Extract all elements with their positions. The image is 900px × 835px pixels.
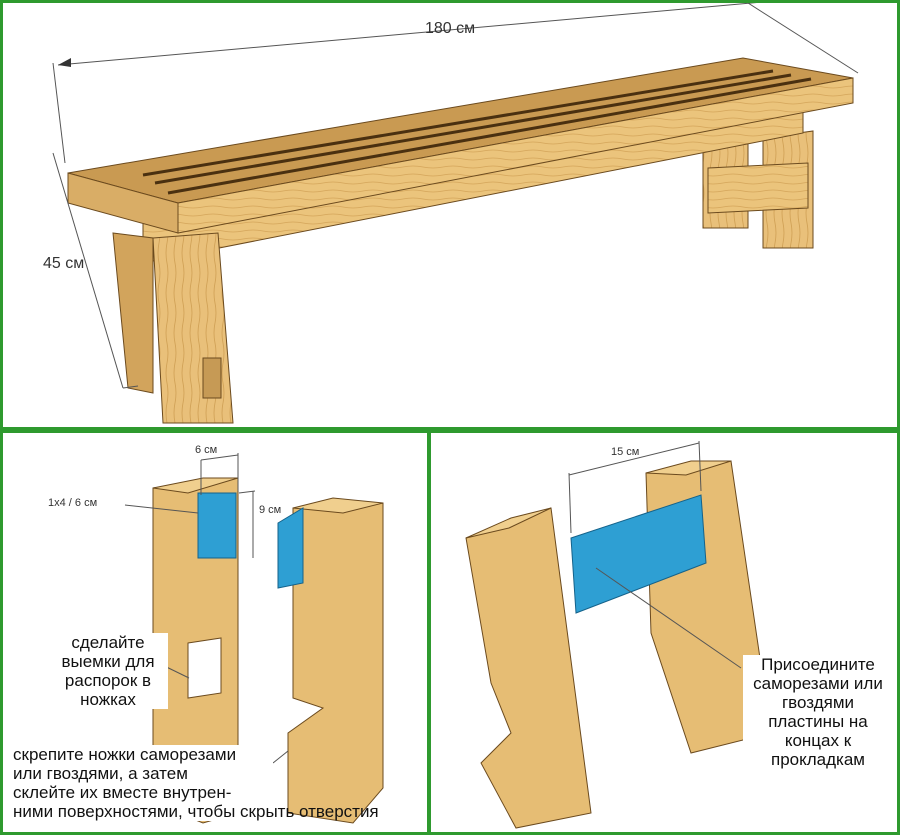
spacer-width-label: 15 см bbox=[611, 446, 639, 458]
attach-note: Присоедините саморезами или гвоздями пла… bbox=[743, 655, 893, 770]
screw-note-line-2: или гвоздями, а затем bbox=[13, 764, 188, 784]
spacer-block bbox=[197, 492, 237, 559]
length-label: 180 см bbox=[425, 20, 475, 37]
spacer-plate bbox=[570, 494, 707, 614]
width-6cm-label: 6 см bbox=[195, 444, 217, 456]
spacer-block-edge bbox=[277, 507, 304, 589]
front-leg bbox=[465, 507, 592, 829]
spacer-attach-panel: 15 см Присоедините саморезами или гвоздя… bbox=[428, 430, 900, 835]
board-size-label: 1x4 / 6 см bbox=[48, 497, 97, 509]
screw-glue-note: скрепите ножки саморезами или гвоздями, … bbox=[13, 745, 379, 822]
bench-overview-panel: 180 см 45 см bbox=[0, 0, 900, 430]
leg-notch-illustration: 6 см 9 см 1x4 / 6 см bbox=[48, 444, 384, 824]
bench-illustration: 180 см 45 см bbox=[43, 3, 859, 424]
length-dimension bbox=[52, 3, 859, 164]
bench-near-leg-assembly bbox=[112, 232, 234, 424]
spacer-attach-illustration: 15 см bbox=[465, 440, 772, 829]
height-dimension bbox=[52, 152, 139, 389]
bench-seat bbox=[67, 57, 854, 234]
height-9cm-label: 9 см bbox=[259, 504, 281, 516]
height-label: 45 см bbox=[43, 255, 84, 272]
notch-note: сделайте выемки для распорок в ножках bbox=[48, 633, 168, 710]
screw-note-line-1: скрепите ножки саморезами bbox=[13, 745, 237, 764]
right-leg bbox=[277, 497, 384, 824]
screw-note-line-4: ними поверхностями, чтобы скрыть отверст… bbox=[13, 802, 379, 822]
leg-notch-panel: 6 см 9 см 1x4 / 6 см сделайте выемки для… bbox=[0, 430, 430, 835]
bench-far-leg-assembly bbox=[702, 130, 814, 249]
screw-note-line-3: склейте их вместе внутрен- bbox=[13, 783, 232, 803]
